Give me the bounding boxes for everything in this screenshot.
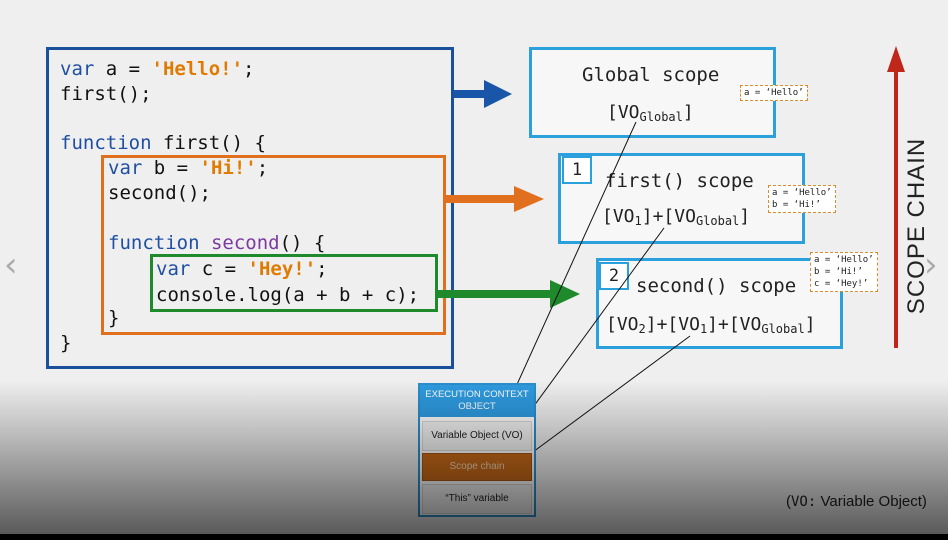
player-bar	[0, 534, 948, 540]
first-scope-title: first() scope	[605, 170, 754, 192]
second-pointer-line	[513, 335, 691, 467]
first-scope-box	[558, 153, 805, 244]
this-variable-row: “This” variable	[422, 484, 532, 514]
second-variables-note: a = ‘Hello’ b = ‘Hi!’ c = ‘Hey!’	[810, 252, 878, 292]
variable-object-row: Variable Object (VO)	[422, 421, 532, 451]
second-scope-arrow	[438, 280, 580, 308]
second-scope-badge: 2	[599, 262, 629, 290]
scope-chain-label: SCOPE CHAIN	[903, 137, 930, 315]
global-scope-chain: [VOGlobal]	[607, 102, 694, 124]
code-line-5: second();	[108, 182, 211, 204]
execution-context-panel: EXECUTION CONTEXT OBJECT Variable Object…	[418, 383, 536, 517]
code-line-7: var c = 'Hey!';	[156, 258, 328, 280]
second-scope-title: second() scope	[636, 275, 797, 297]
first-scope-chain: [VO1]+[VOGlobal]	[602, 206, 751, 228]
scope-chain-row: Scope chain	[422, 453, 532, 481]
second-function-code-box	[150, 254, 438, 312]
second-scope-box	[596, 258, 843, 349]
code-line-9: }	[108, 307, 120, 329]
global-code-box	[46, 47, 454, 369]
global-variables-note: a = ‘Hello’	[740, 85, 808, 101]
first-function-code-box	[101, 155, 446, 335]
code-line-8: console.log(a + b + c);	[156, 284, 420, 306]
previous-slide-icon[interactable]: ‹	[4, 245, 18, 285]
legend: (VO: Variable Object)	[786, 493, 927, 510]
code-line-1: var a = 'Hello!';	[60, 58, 255, 80]
second-scope-chain: [VO2]+[VO1]+[VOGlobal]	[606, 314, 816, 336]
next-slide-icon[interactable]: ›	[924, 245, 938, 285]
execution-context-header: EXECUTION CONTEXT OBJECT	[420, 385, 534, 417]
code-line-3: function first() {	[60, 132, 266, 154]
code-line-6: function second() {	[108, 232, 326, 254]
global-scope-title: Global scope	[582, 64, 720, 86]
first-scope-arrow	[446, 186, 544, 212]
first-scope-badge: 1	[562, 156, 592, 184]
scope-chain-arrow-icon	[887, 46, 905, 348]
global-scope-arrow	[454, 80, 512, 108]
code-line-2: first();	[60, 83, 152, 105]
global-scope-box	[529, 47, 776, 138]
first-variables-note: a = ‘Hello’ b = ‘Hi!’	[768, 185, 836, 213]
code-line-4: var b = 'Hi!';	[108, 157, 269, 179]
code-line-10: }	[60, 332, 72, 354]
